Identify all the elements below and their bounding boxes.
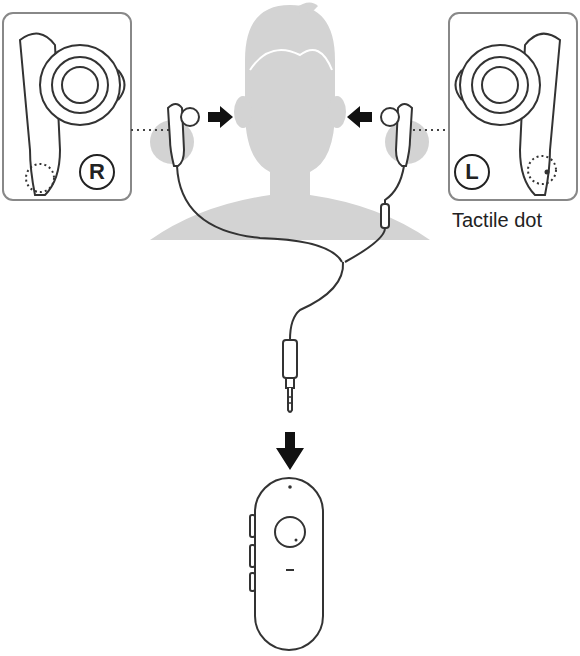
- side-letter: L: [465, 161, 478, 183]
- circled-letter: R: [79, 154, 115, 190]
- part-label: Tactile dot: [452, 209, 542, 232]
- circled-letter: L: [454, 154, 490, 190]
- person-silhouette: [150, 2, 430, 240]
- side-letter: R: [89, 161, 105, 183]
